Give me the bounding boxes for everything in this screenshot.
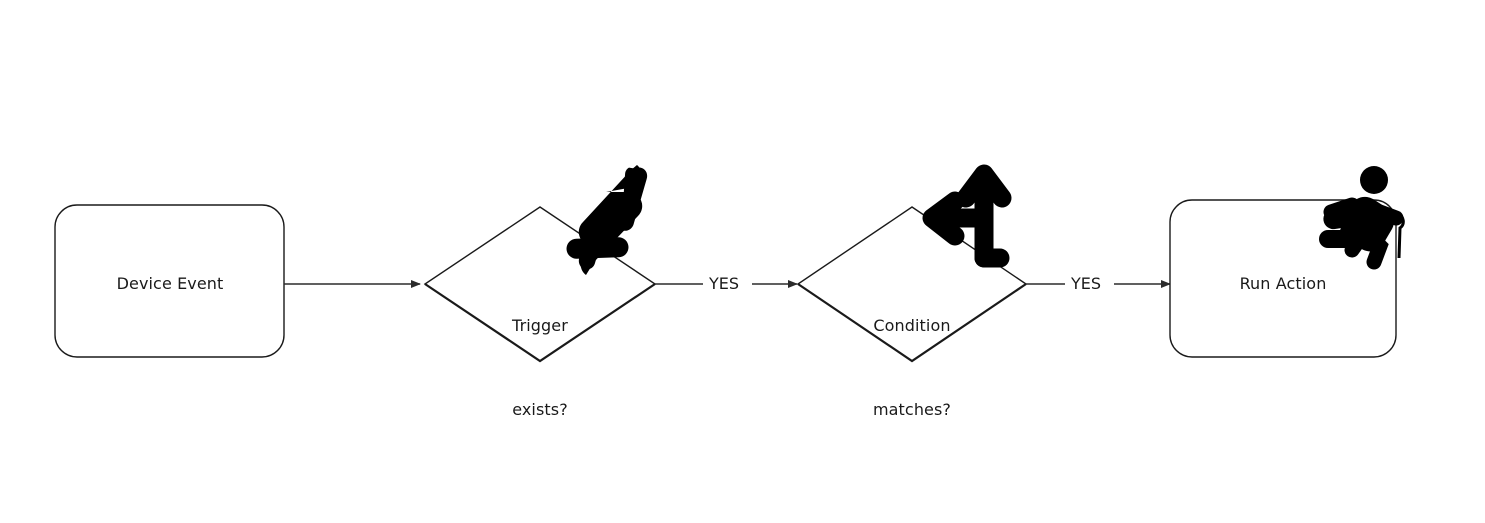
node-trigger-exists[interactable] bbox=[423, 206, 657, 362]
node-device-event[interactable] bbox=[54, 204, 285, 358]
edge-label-yes-condition-to-run-action: YES bbox=[1070, 274, 1102, 293]
node-condition-matches-bottom-edges bbox=[797, 283, 1027, 363]
node-run-action[interactable] bbox=[1169, 199, 1397, 358]
node-trigger-exists-bottom-edges bbox=[424, 283, 656, 363]
edge-label-yes-trigger-to-condition: YES bbox=[708, 274, 740, 293]
node-condition-matches[interactable] bbox=[796, 206, 1028, 362]
